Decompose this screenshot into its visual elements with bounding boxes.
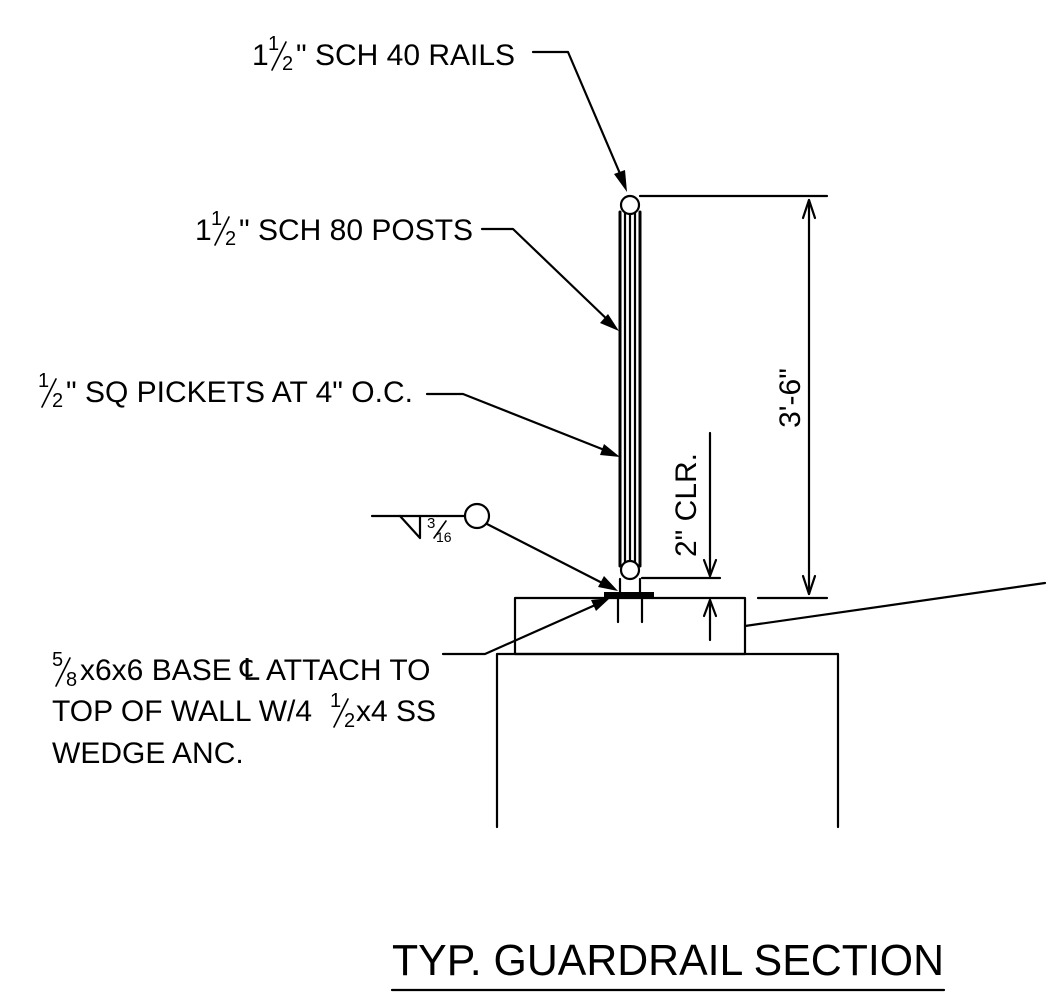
base-line1-text: x6x6 BASE ℄ ATTACH TO <box>80 654 430 687</box>
base-line1-num: 5 <box>52 649 63 671</box>
height-arrow-top <box>801 198 817 220</box>
posts-label-num: 1 <box>211 208 222 230</box>
rails-leader-line <box>531 50 626 185</box>
weld-symbol: 3 16 <box>370 502 618 591</box>
clearance-dimension: 2" CLR. <box>640 431 722 642</box>
base-leader-line <box>441 600 604 656</box>
rails-fraction-bar <box>271 41 287 71</box>
rails-label-den: 2 <box>282 53 293 75</box>
weld-leader-arrow <box>598 576 618 591</box>
clearance-arrow-up <box>702 598 718 618</box>
base-line2-den: 2 <box>344 710 355 732</box>
posts-callout: 1 1 2 " SCH 80 POSTS <box>195 208 619 331</box>
weld-leader-line <box>485 522 616 591</box>
posts-label-whole: 1 <box>195 214 212 247</box>
top-rail <box>619 194 641 216</box>
fillet-weld-icon <box>398 514 422 540</box>
height-dimension: 3'-6" <box>638 194 829 600</box>
pickets-label-num: 1 <box>38 370 49 392</box>
posts-leader-arrow <box>600 314 619 331</box>
bottom-rail <box>619 559 641 581</box>
pickets-label-den: 2 <box>52 390 63 412</box>
posts-label-text: " SCH 80 POSTS <box>239 214 473 247</box>
base-plate-callout: 5 8 x6x6 BASE ℄ ATTACH TO TOP OF WALL W/… <box>52 598 610 770</box>
wall-leader-line <box>743 581 1047 628</box>
posts-fraction-bar <box>214 216 230 246</box>
rails-label-text: " SCH 40 RAILS <box>296 39 515 72</box>
weld-size-numerator: 3 <box>427 515 435 532</box>
weld-fraction-bar <box>433 520 447 539</box>
pickets-leader-arrow <box>600 444 620 457</box>
rails-label-num: 1 <box>268 33 279 55</box>
base-leader-arrow <box>591 598 610 611</box>
height-arrow-bottom <box>801 574 817 596</box>
height-dimension-text: 3'-6" <box>774 368 807 428</box>
base-line3-text: WEDGE ANC. <box>52 737 244 770</box>
clearance-dimension-text: 2" CLR. <box>670 453 703 557</box>
weld-size-denominator: 16 <box>436 529 452 545</box>
base-line2-text-b: x4 SS <box>356 695 436 728</box>
pickets-label-text: " SQ PICKETS AT 4" O.C. <box>66 376 413 409</box>
base-plate <box>604 592 654 598</box>
weld-all-around-icon <box>463 502 491 530</box>
drawing-title-block: TYP. GUARDRAIL SECTION <box>390 936 946 992</box>
drawing-title: TYP. GUARDRAIL SECTION <box>392 936 944 985</box>
base-line2-fraction-bar <box>333 698 349 728</box>
posts-label-den: 2 <box>225 228 236 250</box>
base-line1-den: 8 <box>66 669 77 691</box>
base-line1-fraction-bar <box>55 657 71 687</box>
posts-leader-line <box>480 227 614 326</box>
clearance-arrow-down <box>702 558 718 578</box>
wall-body <box>495 652 840 829</box>
rails-label-whole: 1 <box>252 39 269 72</box>
pickets-fraction-bar <box>41 378 57 408</box>
pickets-callout: 1 2 " SQ PICKETS AT 4" O.C. <box>38 370 620 457</box>
base-line2-text-a: TOP OF WALL W/4 <box>52 695 312 728</box>
rails-callout: 1 1 2 " SCH 40 RAILS <box>252 33 627 192</box>
pickets-leader-line <box>425 392 614 455</box>
base-plate-assembly <box>604 592 654 624</box>
wall <box>495 581 1047 829</box>
rails-leader-arrow <box>614 170 627 192</box>
guardrail-post <box>618 194 642 594</box>
base-line2-num: 1 <box>330 690 341 712</box>
